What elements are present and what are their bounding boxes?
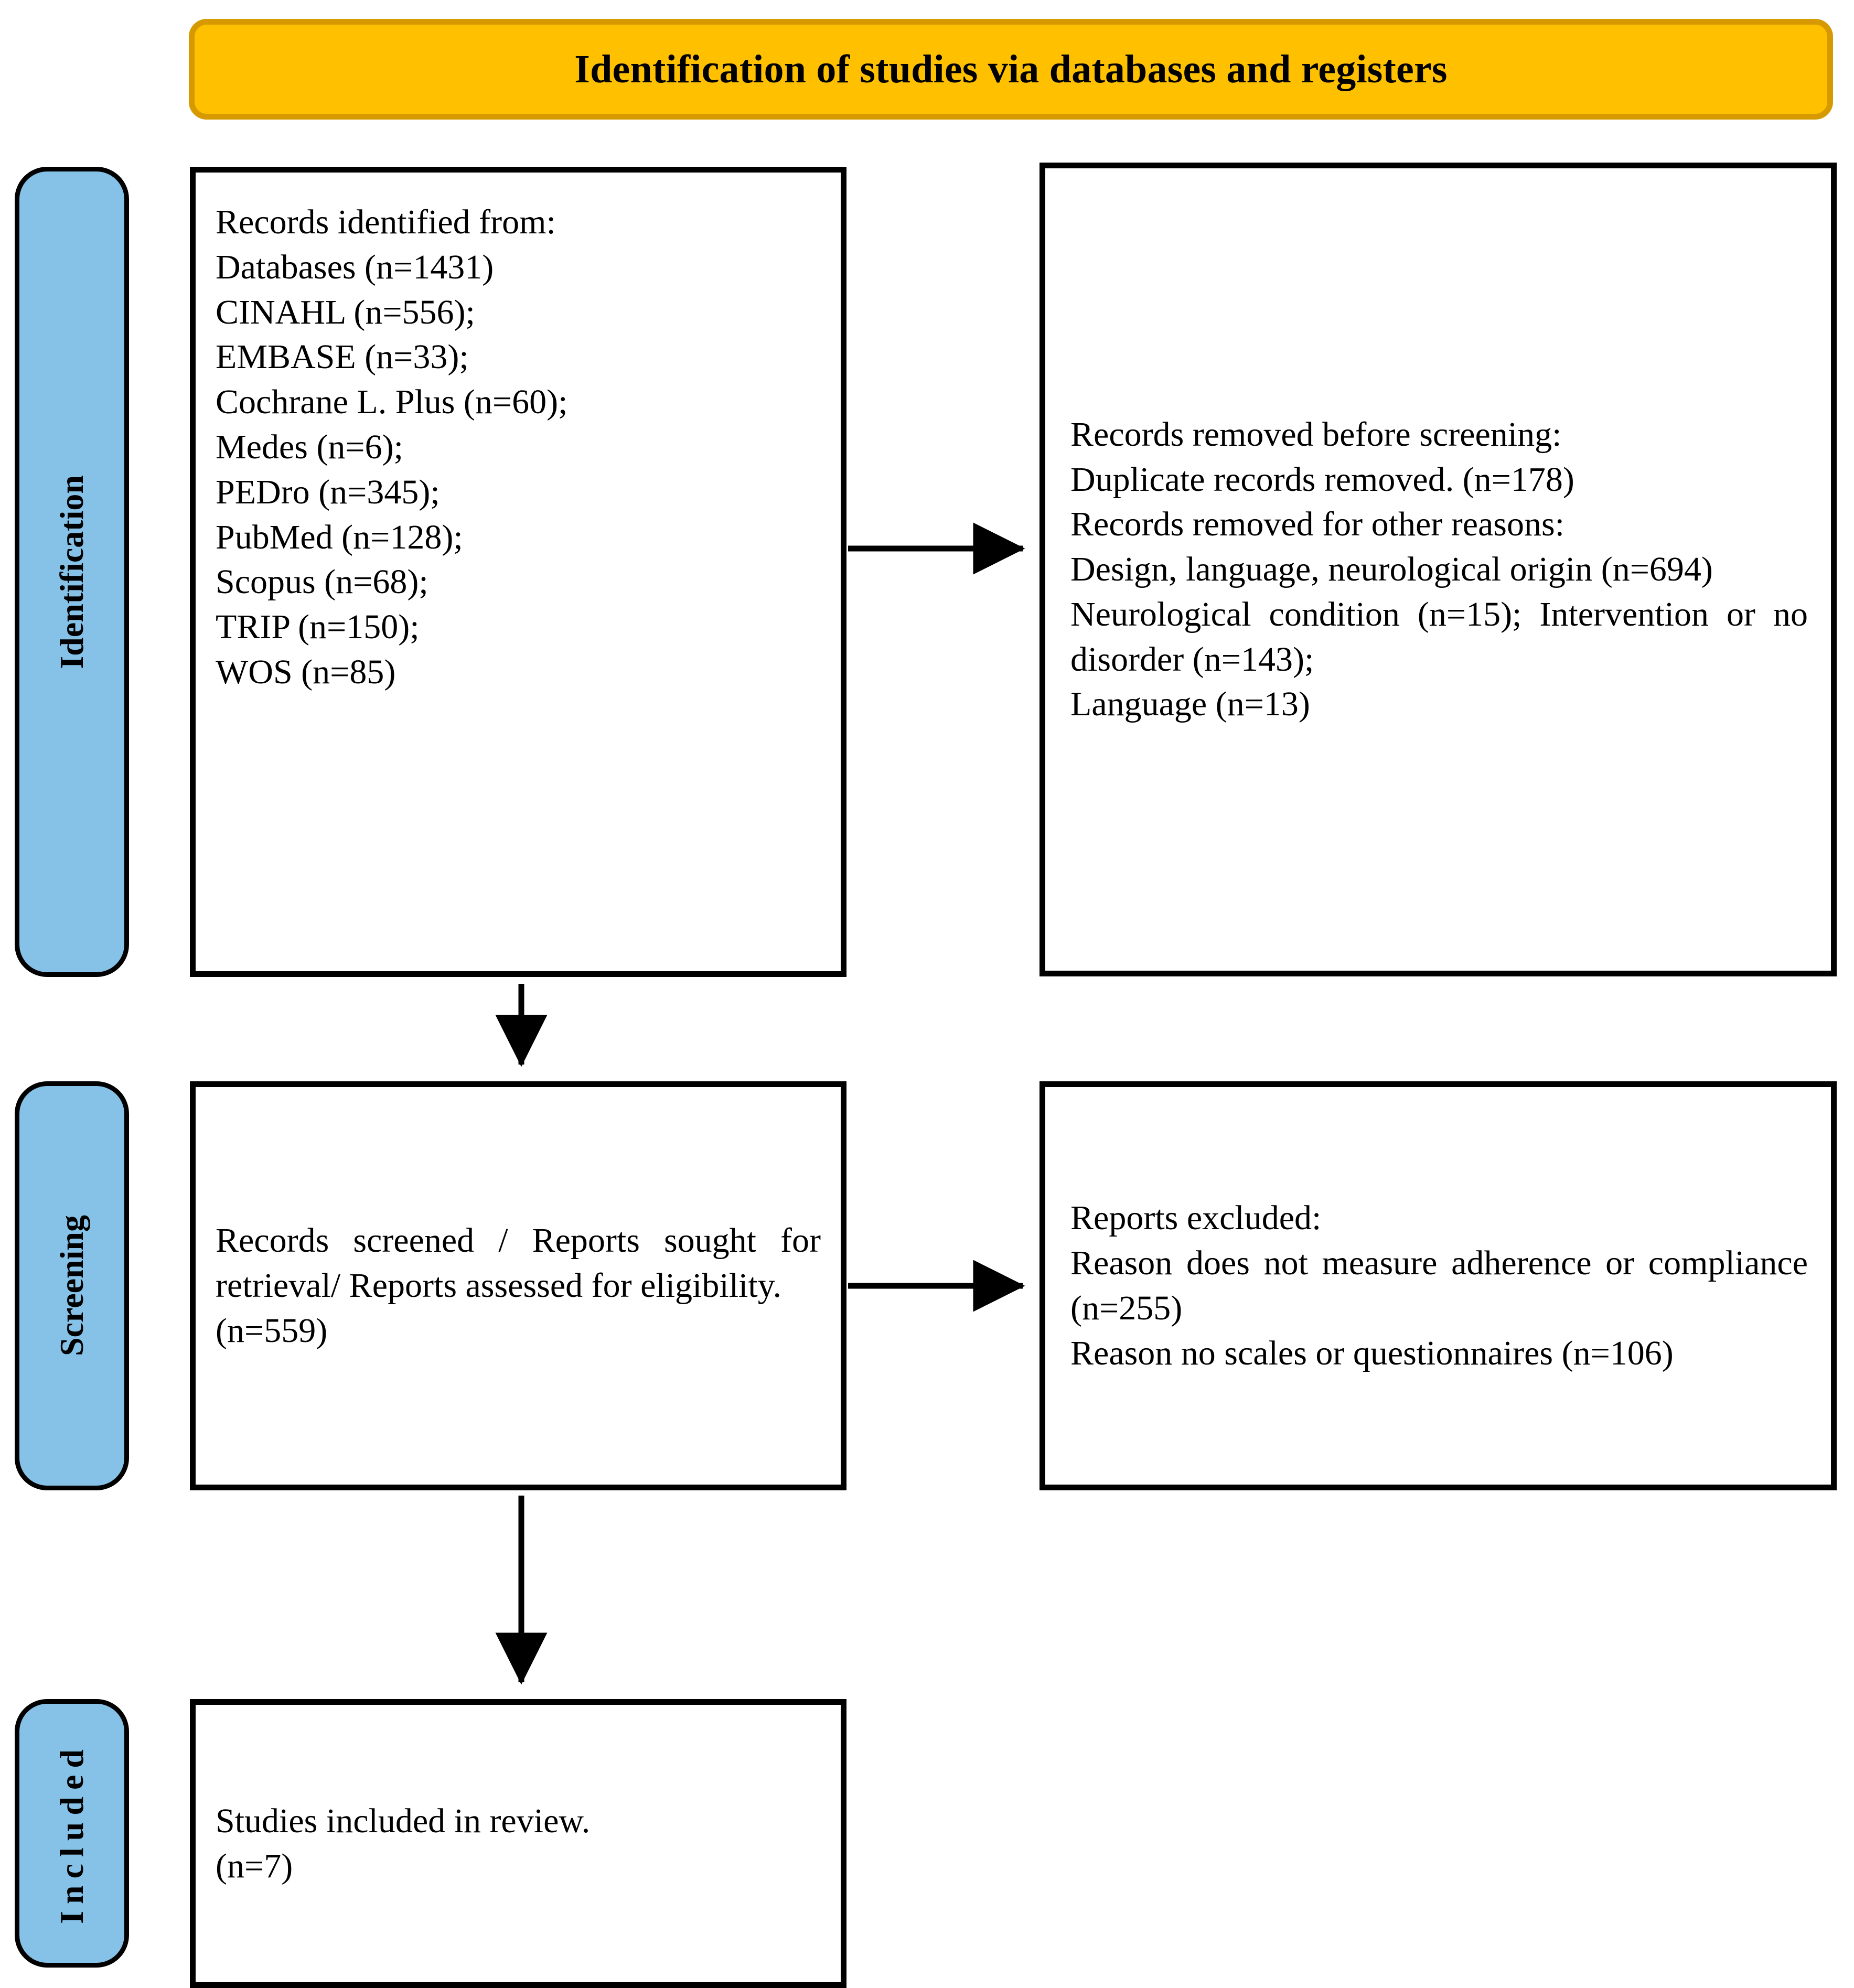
records-screened-line: Records screened / Reports sought for re…	[216, 1221, 821, 1305]
records-removed-line: Records removed before screening:	[1070, 415, 1562, 454]
records-removed-line: Neurological condition (n=15); Intervent…	[1070, 595, 1808, 679]
records-identified-line: WOS (n=85)	[216, 652, 396, 691]
records-identified-line: TRIP (n=150);	[216, 608, 420, 647]
records-identified-line: Scopus (n=68);	[216, 563, 428, 601]
diagram-title: Identification of studies via databases …	[574, 47, 1448, 91]
records-identified-line: CINAHL (n=556);	[216, 293, 475, 331]
box-records-removed: Records removed before screening: Duplic…	[1039, 163, 1837, 976]
studies-included-count: (n=7)	[216, 1846, 293, 1885]
records-identified-line: Databases (n=1431)	[216, 248, 494, 286]
stage-tab-identification: Identification	[15, 167, 129, 977]
records-removed-line: Design, language, neurological origin (n…	[1070, 550, 1713, 589]
reports-excluded-line: Reason does not measure adherence or com…	[1070, 1244, 1808, 1327]
reports-excluded-line: Reports excluded:	[1070, 1199, 1322, 1238]
stage-tab-screening: Screening	[15, 1081, 129, 1490]
records-identified-line: EMBASE (n=33);	[216, 338, 469, 377]
stage-tab-screening-label: Screening	[53, 1215, 90, 1357]
stage-tab-included-label: Included	[53, 1743, 90, 1924]
box-records-identified: Records identified from: Databases (n=14…	[190, 167, 846, 977]
records-identified-line: PEDro (n=345);	[216, 472, 440, 511]
diagram-header-banner: Identification of studies via databases …	[189, 19, 1833, 120]
records-identified-line: PubMed (n=128);	[216, 518, 463, 556]
records-identified-line: Records identified from:	[216, 203, 556, 241]
records-identified-line: Medes (n=6);	[216, 427, 403, 466]
box-studies-included: Studies included in review. (n=7)	[190, 1699, 846, 1988]
studies-included-line: Studies included in review.	[216, 1801, 591, 1840]
records-removed-line: Duplicate records removed. (n=178)	[1070, 460, 1574, 499]
reports-excluded-line: Reason no scales or questionnaires (n=10…	[1070, 1334, 1674, 1372]
stage-tab-identification-label: Identification	[53, 475, 90, 669]
records-removed-line: Records removed for other reasons:	[1070, 505, 1565, 544]
records-identified-line: Cochrane L. Plus (n=60);	[216, 383, 568, 422]
records-screened-count: (n=559)	[216, 1311, 328, 1350]
stage-tab-included: Included	[15, 1699, 129, 1968]
box-reports-excluded: Reports excluded: Reason does not measur…	[1039, 1081, 1837, 1490]
records-removed-line: Language (n=13)	[1070, 685, 1310, 724]
box-records-screened: Records screened / Reports sought for re…	[190, 1081, 846, 1490]
